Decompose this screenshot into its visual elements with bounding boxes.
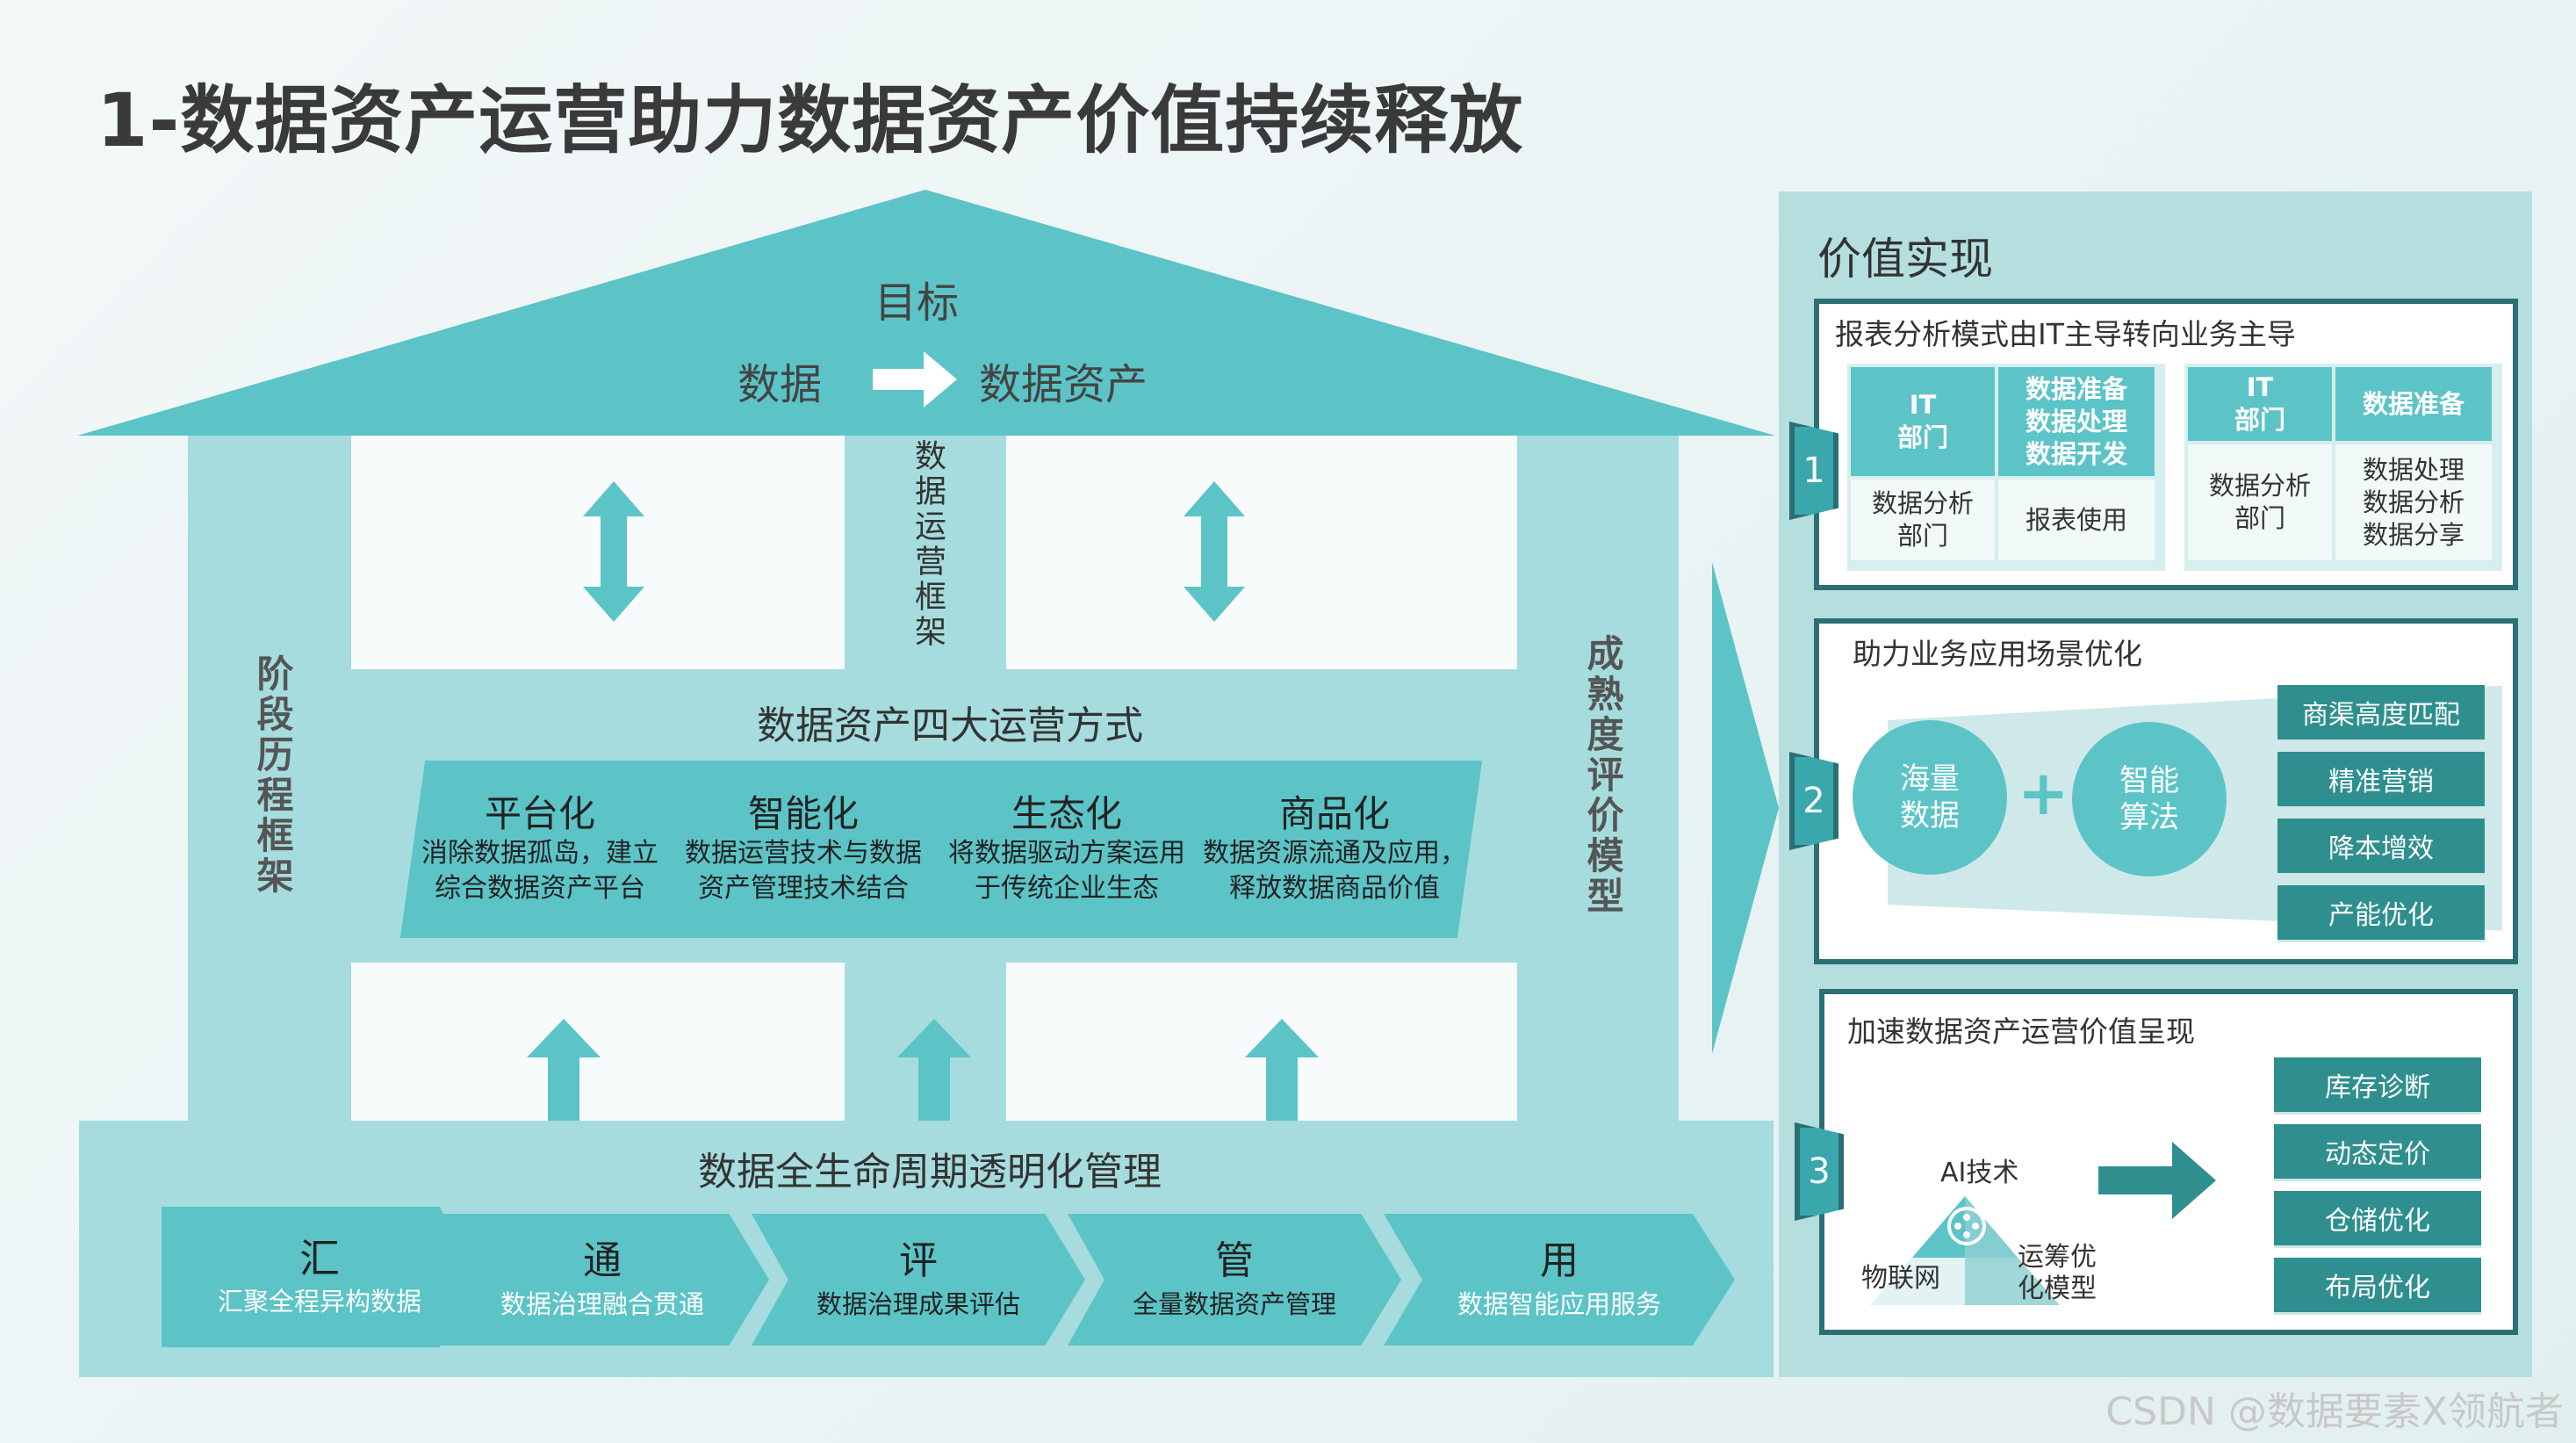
big-right-arrow-icon	[1712, 562, 1779, 1054]
mode-desc: 资产管理技术结合	[698, 873, 909, 904]
step-name: 评	[899, 1238, 938, 1283]
right-arrow-icon	[873, 351, 957, 408]
table-cell: IT 部门	[2188, 367, 2332, 441]
iot-label: 物联网	[1861, 1263, 1940, 1294]
panel-number-2: 2	[1789, 752, 1838, 850]
mode-name: 平台化	[484, 792, 595, 835]
panel-title: 报表分析模式由IT主导转向业务主导	[1835, 317, 2296, 351]
result-item: 仓储优化	[2274, 1191, 2481, 1245]
mode-platform: 平台化 消除数据孤岛，建立 综合数据资产平台	[399, 761, 680, 938]
left-pillar	[188, 436, 351, 1121]
goal-label: 目标	[874, 278, 960, 328]
step-desc: 汇聚全程异构数据	[217, 1287, 421, 1317]
film-reel-icon	[1947, 1207, 1986, 1245]
result-item: 库存诊断	[2274, 1057, 2481, 1112]
panel-title: 加速数据资产运营价值呈现	[1847, 1014, 2195, 1049]
panel-number-1: 1	[1789, 422, 1838, 520]
mode-ecological: 生态化 将数据驱动方案运用 于传统企业生态	[926, 761, 1207, 938]
mode-desc: 数据资源流通及应用，	[1203, 838, 1466, 869]
goal-from: 数据	[738, 360, 823, 409]
roof	[77, 190, 1775, 436]
center-pillar-label: 数据运营框架	[910, 439, 946, 650]
step-desc: 数据治理成果评估	[816, 1289, 1020, 1319]
panel-number-3: 3	[1795, 1122, 1844, 1221]
or-model-label: 运筹优 化模型	[2018, 1242, 2097, 1304]
panel-title: 助力业务应用场景优化	[1853, 637, 2142, 671]
value-title: 价值实现	[1817, 234, 1993, 285]
step-name: 汇	[299, 1235, 340, 1282]
mode-desc: 于传统企业生态	[975, 873, 1159, 904]
double-arrow-icon-right	[1184, 481, 1245, 622]
house-diagram: 目标 数据 数据资产 阶段历程框架 数据运营框架 成熟度评价模型 数据资产四大运…	[77, 190, 1779, 1377]
mode-desc: 综合数据资产平台	[435, 873, 645, 904]
mode-commodity: 商品化 数据资源流通及应用， 释放数据商品价值	[1190, 761, 1479, 938]
operation-modes-title: 数据资产四大运营方式	[757, 703, 1143, 748]
lifecycle-title: 数据全生命周期透明化管理	[698, 1150, 1162, 1194]
step-name: 通	[583, 1238, 622, 1283]
circle-massive-data: 海量 数据	[1853, 720, 2007, 875]
left-pillar-label: 阶段历程框架	[251, 654, 294, 897]
step-guan: 管 全量数据资产管理	[1068, 1214, 1401, 1346]
step-name: 管	[1215, 1238, 1254, 1283]
step-hui: 汇 汇聚全程异构数据	[162, 1207, 478, 1347]
plus-icon: +	[2018, 757, 2069, 829]
step-desc: 数据治理融合贯通	[500, 1289, 704, 1319]
table-cell: 数据准备	[2335, 367, 2492, 441]
step-name: 用	[1540, 1238, 1579, 1283]
double-arrow-icon-left	[583, 481, 644, 622]
table-cell: 数据处理 数据分析 数据分享	[2335, 444, 2492, 560]
mode-desc: 将数据驱动方案运用	[948, 838, 1185, 869]
up-arrow-icon-3	[1245, 1019, 1319, 1121]
step-desc: 数据智能应用服务	[1457, 1289, 1661, 1319]
mode-desc: 释放数据商品价值	[1229, 873, 1440, 904]
table-cell: 报表使用	[1998, 480, 2155, 560]
benefit-item: 精准营销	[2277, 752, 2485, 806]
right-arrow-icon	[2098, 1142, 2216, 1219]
benefit-item: 降本增效	[2277, 819, 2485, 873]
ai-triangle	[1870, 1196, 2060, 1305]
up-arrow-icon-1	[527, 1019, 601, 1121]
goal-to: 数据资产	[979, 360, 1148, 409]
step-yong: 用 数据智能应用服务	[1384, 1214, 1735, 1346]
table-cell: 数据分析 部门	[2188, 444, 2332, 560]
step-ping: 评 数据治理成果评估	[752, 1214, 1085, 1346]
benefit-item: 商渠高度匹配	[2277, 685, 2485, 740]
result-item: 动态定价	[2274, 1124, 2481, 1179]
right-pillar-label: 成熟度评价模型	[1581, 634, 1624, 917]
mode-name: 生态化	[1011, 792, 1122, 835]
right-pillar	[1517, 436, 1679, 1121]
step-desc: 全量数据资产管理	[1132, 1289, 1336, 1319]
up-arrow-icon-2	[897, 1019, 971, 1121]
mode-desc: 数据运营技术与数据	[685, 838, 922, 869]
circle-smart-algorithm: 智能 算法	[2072, 722, 2227, 877]
table-cell: 数据分析 部门	[1851, 480, 1995, 560]
benefit-item: 产能优化	[2277, 885, 2485, 940]
mode-intelligent: 智能化 数据运营技术与数据 资产管理技术结合	[663, 761, 944, 938]
mode-name: 智能化	[747, 792, 859, 835]
table-cell: 数据准备 数据处理 数据开发	[1998, 367, 2155, 476]
table-cell: IT 部门	[1851, 367, 1995, 476]
mode-name: 商品化	[1278, 792, 1390, 835]
ai-tech-label: AI技术	[1940, 1158, 2019, 1188]
step-tong: 通 数据治理融合贯通	[435, 1214, 769, 1346]
watermark: CSDN @数据要素X领航者	[2105, 1389, 2564, 1434]
result-item: 布局优化	[2274, 1258, 2481, 1312]
mode-desc: 消除数据孤岛，建立	[421, 838, 658, 869]
page-title: 1-数据资产运营助力数据资产价值持续释放	[97, 77, 1524, 163]
